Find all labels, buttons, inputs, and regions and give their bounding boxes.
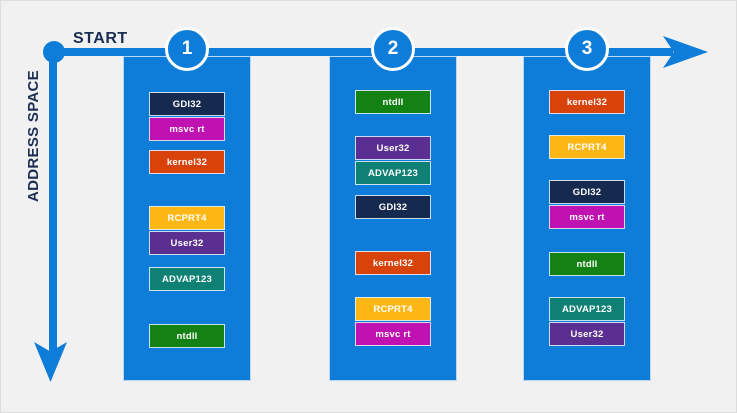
module-block-msvc-rt: msvc rt — [355, 322, 431, 346]
module-block-gdi32: GDI32 — [549, 180, 625, 204]
module-block-msvc-rt: msvc rt — [149, 117, 225, 141]
timeline-line — [53, 48, 673, 56]
module-block-ntdll: ntdll — [549, 252, 625, 276]
module-block-advap123: ADVAP123 — [355, 161, 431, 185]
module-block-kernel32: kernel32 — [549, 90, 625, 114]
address-space-label: ADDRESS SPACE — [25, 70, 42, 202]
address-space-axis-line — [49, 51, 57, 353]
module-block-user32: User32 — [549, 322, 625, 346]
module-block-gdi32: GDI32 — [149, 92, 225, 116]
module-block-advap123: ADVAP123 — [149, 267, 225, 291]
module-block-gdi32: GDI32 — [355, 195, 431, 219]
module-block-kernel32: kernel32 — [149, 150, 225, 174]
start-dot-icon — [43, 41, 65, 63]
module-block-user32: User32 — [149, 231, 225, 255]
module-block-rcprt4: RCPRT4 — [355, 297, 431, 321]
step-badge-1: 1 — [165, 27, 209, 71]
start-label: START — [73, 30, 128, 47]
module-block-kernel32: kernel32 — [355, 251, 431, 275]
module-block-ntdll: ntdll — [149, 324, 225, 348]
module-block-rcprt4: RCPRT4 — [549, 135, 625, 159]
module-block-ntdll: ntdll — [355, 90, 431, 114]
step-badge-3: 3 — [565, 27, 609, 71]
module-block-rcprt4: RCPRT4 — [149, 206, 225, 230]
step-badge-2: 2 — [371, 27, 415, 71]
module-block-advap123: ADVAP123 — [549, 297, 625, 321]
module-block-msvc-rt: msvc rt — [549, 205, 625, 229]
module-block-user32: User32 — [355, 136, 431, 160]
